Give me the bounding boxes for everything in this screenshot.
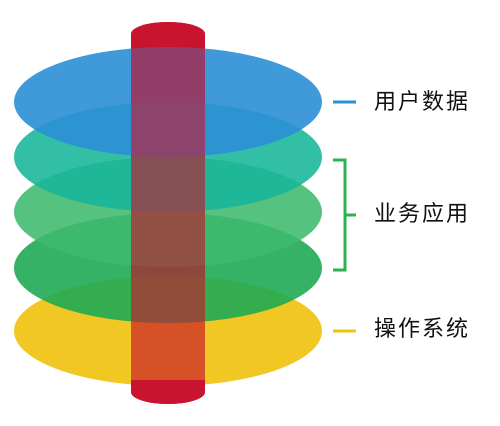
core-cylinder-overlay [131, 34, 205, 392]
core-cylinder-base [131, 380, 205, 404]
business-app-label: 业务应用 [374, 202, 471, 227]
os-label: 操作系统 [374, 317, 471, 342]
user-data-label: 用户数据 [374, 90, 471, 115]
core-cylinder-cap [131, 22, 205, 46]
business-bracket [333, 158, 356, 272]
